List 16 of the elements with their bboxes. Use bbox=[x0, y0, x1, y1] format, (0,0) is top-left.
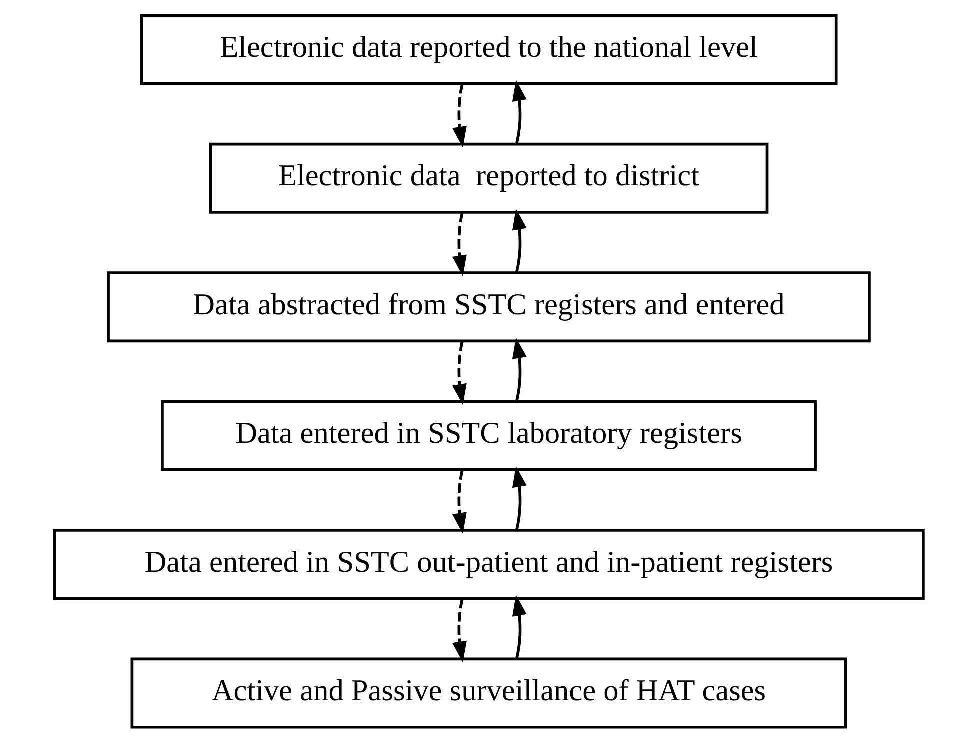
node-box: Active and Passive surveillance of HAT cases bbox=[130, 658, 848, 729]
arrow bbox=[512, 466, 527, 530]
arrow bbox=[452, 470, 467, 534]
node-box: Electronic data reported to the national level bbox=[140, 14, 838, 86]
arrow bbox=[512, 80, 527, 144]
node-box: Electronic data reported to district bbox=[209, 142, 769, 214]
arrow bbox=[512, 595, 527, 659]
arrow bbox=[452, 599, 467, 663]
arrow bbox=[452, 84, 467, 148]
node-box: Data abstracted from SSTC registers and entered bbox=[107, 272, 871, 343]
arrow bbox=[512, 208, 527, 273]
arrow bbox=[512, 338, 527, 402]
arrow bbox=[452, 342, 467, 406]
arrow bbox=[452, 212, 467, 276]
node-box: Data entered in SSTC out-patient and in-patient registers bbox=[53, 529, 925, 600]
node-box: Data entered in SSTC laboratory registers bbox=[161, 400, 817, 472]
